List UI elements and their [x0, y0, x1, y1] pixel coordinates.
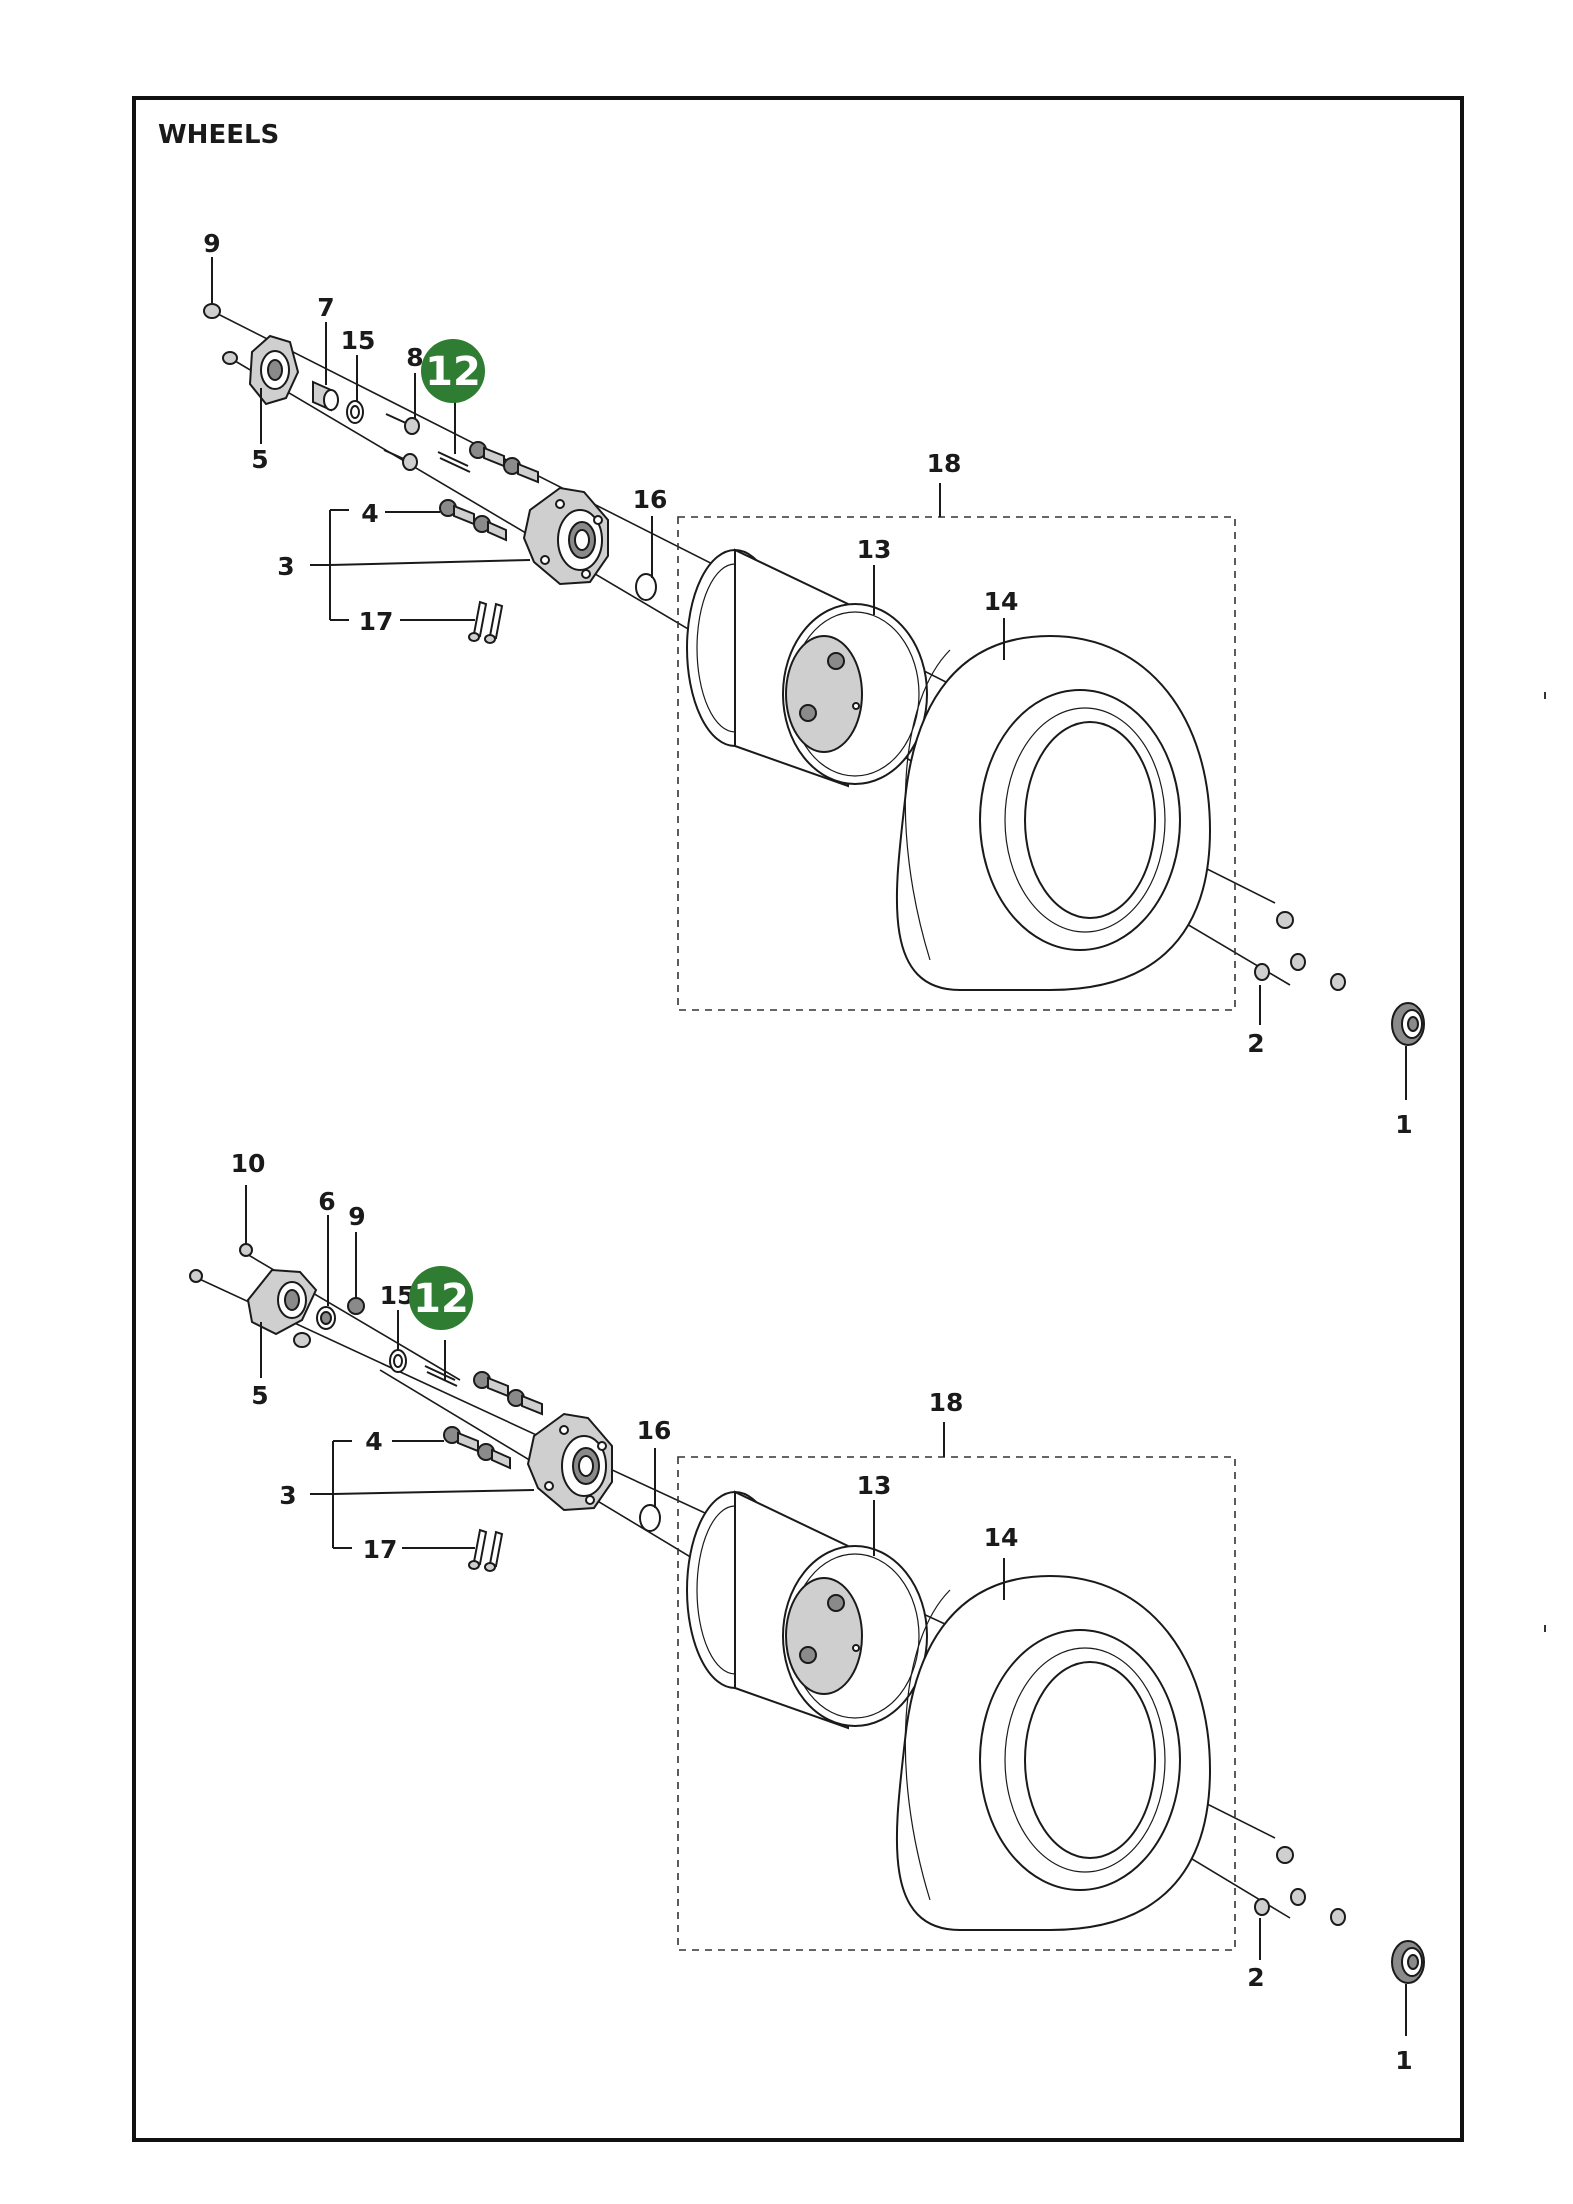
- key-pin: [424, 1365, 458, 1387]
- callout-14: 14: [984, 587, 1019, 616]
- tire: [895, 634, 1212, 991]
- axle-nuts: [1254, 1846, 1346, 1926]
- callout-18: 18: [929, 1388, 964, 1417]
- spacer: [312, 380, 339, 412]
- hub-studs: [468, 600, 504, 644]
- callout-2: 2: [1247, 1029, 1264, 1058]
- flange-bearing: [246, 1268, 318, 1348]
- tire: [895, 1574, 1212, 1931]
- hub-bolts: [443, 1371, 543, 1470]
- diagram-frame: [132, 96, 1464, 2142]
- axle-nuts: [1254, 911, 1346, 991]
- wheel-group-box: [677, 516, 1236, 1011]
- callout-10: 10: [231, 1149, 266, 1178]
- callout-2: 2: [1247, 1963, 1264, 1992]
- callout-16: 16: [633, 485, 668, 514]
- bolt-head: [222, 351, 238, 365]
- wheel-group-box: [677, 1456, 1236, 1951]
- hub-studs: [468, 1528, 504, 1572]
- snap-ring: [639, 1504, 661, 1532]
- callout-6: 6: [318, 1187, 335, 1216]
- wheel-rim: [686, 1490, 928, 1730]
- callout-5: 5: [251, 1381, 268, 1410]
- key-pin: [437, 451, 471, 473]
- callout-16: 16: [637, 1416, 672, 1445]
- callout-17: 17: [363, 1535, 398, 1564]
- wheel-hub: [526, 1412, 613, 1512]
- hub-bolts: [439, 441, 539, 542]
- spacer: [316, 1306, 336, 1330]
- wheel-assembly-upper: 9 7 15 8 5 4 3 17 16 18 13 14 2 1 12: [203, 229, 1425, 1139]
- nut: [347, 1297, 365, 1315]
- callout-4: 4: [365, 1427, 382, 1456]
- callout-1: 1: [1395, 2046, 1412, 2075]
- callout-7: 7: [317, 293, 334, 322]
- svg-text:12: 12: [425, 349, 481, 395]
- leader-line: [329, 559, 531, 566]
- callout-13: 13: [857, 1471, 892, 1500]
- callout-8: 8: [406, 343, 423, 372]
- callout-3: 3: [279, 1481, 296, 1510]
- callout-4: 4: [361, 499, 378, 528]
- flange-bearing: [248, 334, 300, 406]
- callout-9: 9: [203, 229, 220, 258]
- callout-5: 5: [251, 445, 268, 474]
- svg-text:12: 12: [413, 1276, 469, 1322]
- wheel-assembly-lower: 10 6 9 15 5 4 3 17 16 18 13 14 2 1 12: [189, 1149, 1425, 2075]
- snap-ring: [635, 573, 657, 601]
- washer: [389, 1349, 407, 1373]
- callout-15: 15: [380, 1281, 415, 1310]
- callout-13: 13: [857, 535, 892, 564]
- bolt: [189, 1243, 253, 1283]
- highlight-badge-12: 12: [421, 339, 485, 403]
- highlight-badge-12: 12: [409, 1266, 473, 1330]
- bolt: [383, 413, 420, 471]
- callout-9: 9: [348, 1202, 365, 1231]
- callout-1: 1: [1395, 1110, 1412, 1139]
- leader-line: [332, 1489, 535, 1495]
- callout-18: 18: [927, 449, 962, 478]
- wheel-hub: [522, 486, 609, 586]
- wheel-rim: [686, 548, 928, 788]
- hub-cap: [1391, 1002, 1425, 1046]
- hub-cap: [1391, 1940, 1425, 1984]
- nut: [203, 303, 221, 319]
- callout-14: 14: [984, 1523, 1019, 1552]
- callout-17: 17: [359, 607, 394, 636]
- callout-3: 3: [277, 552, 294, 581]
- callout-15: 15: [341, 326, 376, 355]
- diagram-title: WHEELS: [158, 120, 279, 150]
- washer: [346, 400, 364, 424]
